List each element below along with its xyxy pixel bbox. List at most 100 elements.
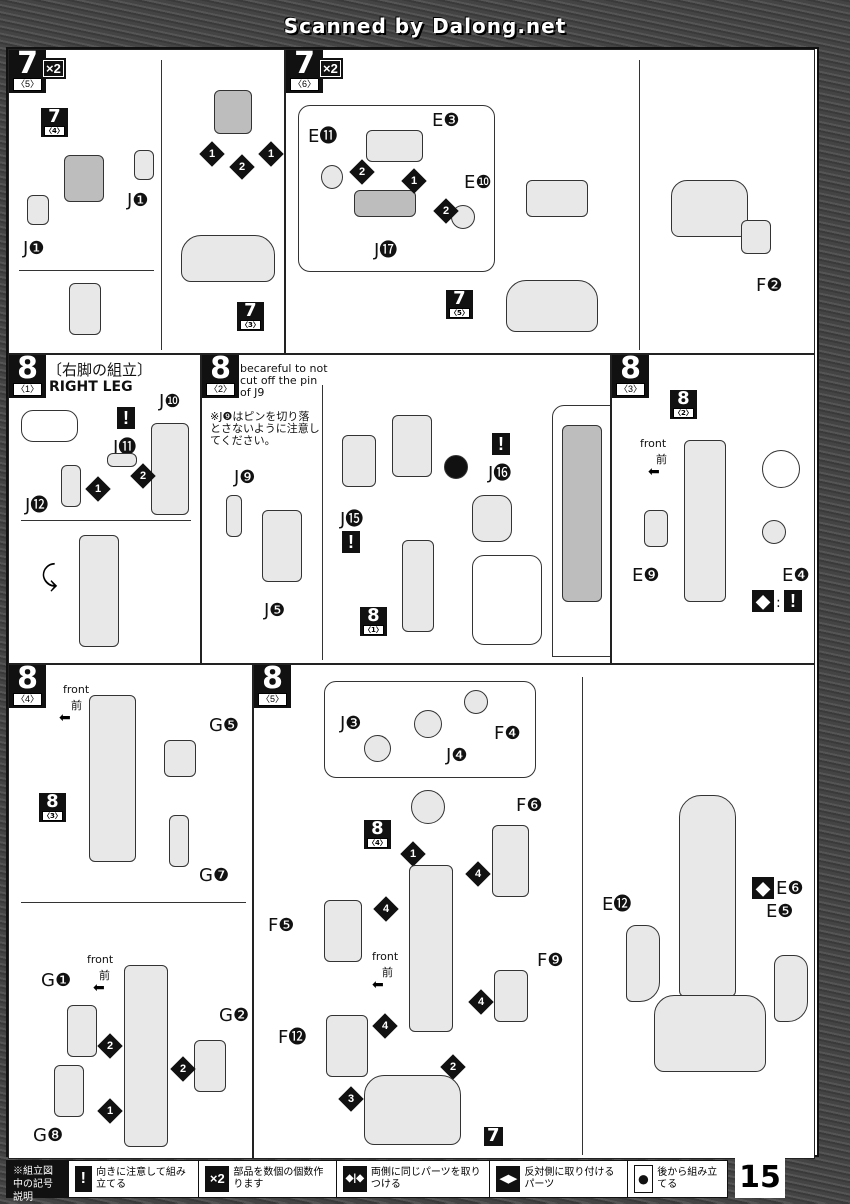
warning-icon: ! bbox=[342, 531, 360, 553]
part-diagram bbox=[494, 970, 528, 1022]
order-marker: 4 bbox=[468, 989, 494, 1015]
part-diagram bbox=[526, 180, 588, 217]
part-diagram bbox=[324, 900, 362, 962]
step-sub-number: 〈6〉 bbox=[290, 78, 320, 91]
order-marker: 2 bbox=[433, 198, 459, 224]
part-diagram bbox=[27, 195, 49, 225]
part-diagram bbox=[409, 865, 453, 1032]
order-marker: 4 bbox=[372, 1013, 398, 1039]
sub-assembly-ref: 7〈5〉 bbox=[446, 290, 473, 319]
part-diagram bbox=[194, 1040, 226, 1092]
step-number: 8 bbox=[17, 664, 38, 696]
order-marker: 2 bbox=[349, 159, 375, 185]
step-sub-number: 〈5〉 bbox=[258, 693, 288, 706]
part-diagram bbox=[492, 825, 529, 897]
part-diagram bbox=[411, 790, 445, 824]
part-diagram bbox=[61, 465, 81, 507]
part-label: G❼ bbox=[199, 865, 230, 886]
part-diagram bbox=[414, 710, 442, 738]
part-diagram bbox=[464, 690, 488, 714]
part-label: J❸ bbox=[340, 713, 362, 734]
part-diagram bbox=[79, 535, 119, 647]
step-badge: 8 〈3〉 bbox=[612, 355, 650, 398]
sub-assembly-ref: 8〈3〉 bbox=[39, 793, 66, 822]
step-8-4-panel: 8 〈4〉 front 前 ⬅ G❺ G❼ 8〈3〉 front 前 ⬅ G❶ … bbox=[8, 664, 253, 1159]
front-arrow-icon: ⬅ bbox=[93, 979, 105, 995]
part-diagram bbox=[342, 435, 376, 487]
part-label: E❾ bbox=[632, 565, 660, 586]
order-marker: 3 bbox=[338, 1086, 364, 1112]
sub-assembly-ref: 7 bbox=[484, 1127, 503, 1146]
warning-icon: ! bbox=[784, 590, 802, 612]
part-diagram bbox=[684, 440, 726, 602]
part-diagram bbox=[321, 165, 343, 189]
part-label: G❶ bbox=[41, 970, 72, 991]
order-marker: 1 bbox=[199, 141, 225, 167]
front-arrow-icon: ⬅ bbox=[648, 463, 660, 479]
part-label: F❾ bbox=[537, 950, 564, 971]
step-number: 8 bbox=[210, 354, 231, 386]
order-marker: 2 bbox=[97, 1033, 123, 1059]
legend-text: 両側に同じパーツを取りつける bbox=[370, 1167, 481, 1190]
symbol-legend: ※組立図中の記号説明 ! 向きに注意して組み立てる ×2 部品を数個の個数作りま… bbox=[6, 1160, 728, 1203]
step-badge: 8 〈2〉 bbox=[202, 354, 240, 398]
legend-text: 向きに注意して組み立てる bbox=[96, 1167, 186, 1190]
rotate-arrow-icon: ⤹ bbox=[41, 560, 58, 591]
order-marker: 1 bbox=[85, 476, 111, 502]
part-diagram bbox=[762, 520, 786, 544]
order-marker: 1 bbox=[400, 841, 426, 867]
part-diagram bbox=[226, 495, 242, 537]
step-8-1-panel: 8 〈1〉 〔右脚の組立〕 RIGHT LEG J❿ ! J⓫ J⓬ 1 2 ⤹ bbox=[8, 354, 201, 664]
part-diagram bbox=[654, 995, 766, 1072]
front-arrow-icon: ⬅ bbox=[372, 976, 384, 992]
legend-text: 後から組み立てる bbox=[657, 1167, 718, 1190]
part-diagram bbox=[626, 925, 660, 1002]
front-label-en: front bbox=[63, 683, 90, 696]
part-label: J⓱ bbox=[374, 240, 398, 261]
step-sub-number: 〈2〉 bbox=[206, 383, 236, 396]
step-number: 8 bbox=[17, 354, 38, 386]
part-label: J⓰ bbox=[488, 463, 512, 484]
back-assembly-icon bbox=[444, 455, 468, 479]
part-diagram bbox=[67, 1005, 97, 1057]
legend-item: ◆|◆ 両側に同じパーツを取りつける bbox=[335, 1161, 490, 1197]
divider bbox=[639, 60, 640, 350]
part-diagram bbox=[181, 235, 275, 282]
part-diagram bbox=[679, 795, 736, 997]
divider bbox=[161, 60, 162, 350]
detail-callout bbox=[21, 410, 78, 442]
part-label: E❿ bbox=[464, 172, 492, 193]
step-number: 7 bbox=[294, 49, 315, 81]
step-badge: 8 〈1〉 bbox=[9, 354, 47, 398]
part-label: J❶ bbox=[127, 190, 149, 211]
legend-text: 部品を数個の個数作ります bbox=[233, 1167, 324, 1190]
part-diagram bbox=[472, 495, 512, 542]
step-7-5-panel: 7 〈5〉 ×2 7〈4〉 J❶ J❶ 1 2 1 7〈3〉 bbox=[8, 49, 285, 354]
page-number: 15 bbox=[735, 1158, 785, 1198]
part-diagram bbox=[326, 1015, 368, 1077]
part-diagram bbox=[262, 510, 302, 582]
order-marker: 1 bbox=[401, 168, 427, 194]
order-marker: 1 bbox=[97, 1098, 123, 1124]
part-diagram bbox=[134, 150, 154, 180]
divider bbox=[21, 520, 191, 521]
part-label: E⓫ bbox=[308, 126, 338, 147]
symmetric-icon: ◆ bbox=[752, 590, 774, 612]
step-badge: 7 〈5〉 bbox=[9, 50, 47, 93]
step-badge: 7 〈6〉 bbox=[286, 49, 324, 93]
part-label: F❻ bbox=[516, 795, 543, 816]
order-marker: 4 bbox=[373, 896, 399, 922]
part-diagram bbox=[69, 283, 101, 335]
part-diagram bbox=[354, 190, 416, 217]
part-label: J❾ bbox=[234, 467, 256, 488]
part-diagram bbox=[364, 1075, 461, 1145]
front-arrow-icon: ⬅ bbox=[59, 709, 71, 725]
part-label: E⓬ bbox=[602, 894, 632, 915]
opposite-side-icon: ◀▶ bbox=[496, 1166, 521, 1192]
step-8-5-panel: 8 〈5〉 J❸ J❹ F❹ 8〈4〉 1 F❻ 4 F❺ 4 front 前 … bbox=[253, 664, 815, 1159]
legend-title: ※組立図中の記号説明 bbox=[7, 1161, 68, 1203]
order-marker: 2 bbox=[229, 154, 255, 180]
sub-assembly-ref: 8〈2〉 bbox=[670, 390, 697, 419]
part-label: J⓬ bbox=[25, 495, 49, 516]
part-diagram bbox=[214, 90, 252, 134]
